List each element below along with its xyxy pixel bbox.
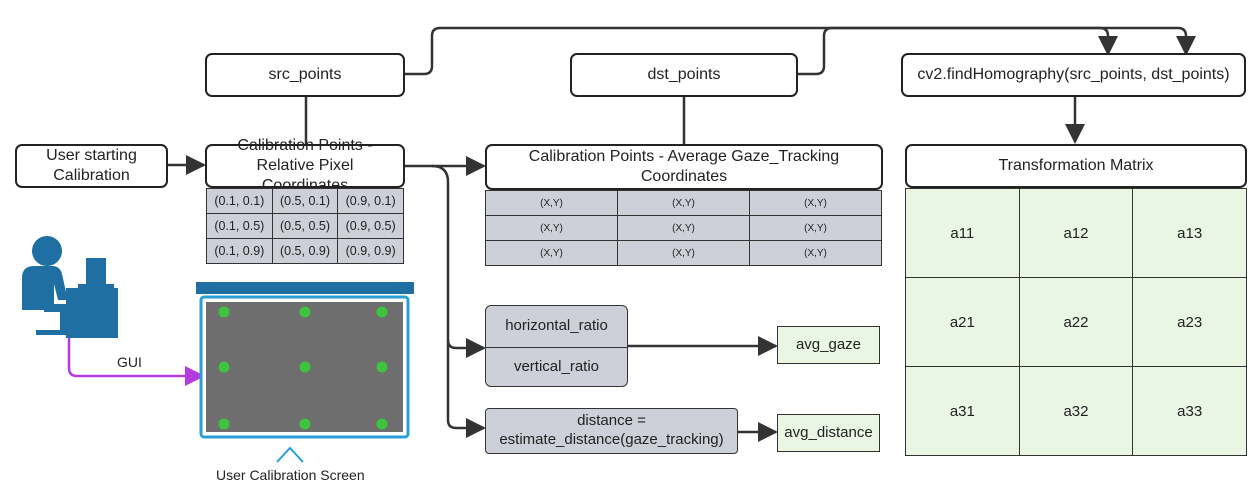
src-points-label: src_points	[268, 66, 342, 83]
transformation-matrix-grid: a11 a12 a13 a21 a22 a23 a31 a32 a33	[905, 188, 1247, 456]
table-cell: (0.5, 0.9)	[271, 238, 339, 264]
average-coordinates-table: (X,Y) (X,Y) (X,Y) (X,Y) (X,Y) (X,Y) (X,Y…	[485, 190, 882, 266]
avg-gaze-label: avg_gaze	[795, 335, 862, 353]
table-cell: (0.9, 0.5)	[337, 213, 404, 239]
calibration-points-table: (0.1, 0.1) (0.5, 0.1) (0.9, 0.1) (0.1, 0…	[206, 188, 404, 264]
matrix-cell: a31	[905, 366, 1020, 456]
table-cell: (0.1, 0.9)	[206, 238, 273, 264]
table-cell: (X,Y)	[485, 215, 618, 241]
table-row: (0.1, 0.5) (0.5, 0.5) (0.9, 0.5)	[206, 213, 404, 239]
calibration-screen	[196, 282, 414, 463]
matrix-cell: a12	[1018, 188, 1134, 278]
dst-points-box: dst_points	[570, 53, 798, 97]
calibration-relative-label: Calibration Points - Relative Pixel Coor…	[237, 137, 373, 194]
table-cell: (0.5, 0.1)	[271, 188, 339, 214]
matrix-cell: a22	[1018, 277, 1134, 367]
calibration-average-label: Calibration Points - Average Gaze_Tracki…	[528, 148, 840, 185]
table-cell: (X,Y)	[749, 190, 882, 216]
matrix-cell: a32	[1018, 366, 1134, 456]
table-cell: (0.1, 0.1)	[206, 188, 273, 214]
table-row: (0.1, 0.9) (0.5, 0.9) (0.9, 0.9)	[206, 238, 404, 264]
table-row: a31 a32 a33	[905, 366, 1247, 456]
calibration-average-box: Calibration Points - Average Gaze_Tracki…	[485, 144, 883, 190]
table-row: (0.1, 0.1) (0.5, 0.1) (0.9, 0.1)	[206, 188, 404, 214]
user-at-computer-icon	[22, 236, 118, 338]
calibration-dots	[218, 306, 388, 430]
table-cell: (X,Y)	[485, 190, 618, 216]
gui-arrow	[67, 325, 205, 386]
find-homography-label: cv2.findHomography(src_points, dst_point…	[917, 66, 1230, 83]
calibration-relative-box: Calibration Points - Relative Pixel Coor…	[205, 137, 405, 194]
table-cell: (0.1, 0.5)	[206, 213, 273, 239]
matrix-cell: a11	[905, 188, 1020, 278]
distance-label-line2: estimate_distance(gaze_tracking)	[499, 431, 724, 448]
vertical-ratio-box: vertical_ratio	[485, 347, 628, 387]
table-cell: (X,Y)	[617, 215, 750, 241]
table-row: a11 a12 a13	[905, 188, 1247, 278]
table-row: (X,Y) (X,Y) (X,Y)	[485, 240, 882, 266]
transformation-matrix-box: Transformation Matrix	[905, 144, 1247, 188]
table-cell: (0.9, 0.9)	[337, 238, 404, 264]
table-cell: (X,Y)	[617, 190, 750, 216]
arrow-dst-to-homography	[798, 26, 1196, 76]
line-branch-down	[431, 164, 457, 430]
src-points-box: src_points	[205, 53, 405, 97]
avg-distance-label: avg_distance	[784, 423, 873, 441]
table-cell: (X,Y)	[485, 240, 618, 266]
vertical-ratio-label: vertical_ratio	[513, 357, 600, 375]
transformation-matrix-label: Transformation Matrix	[998, 157, 1154, 174]
avg-distance-box: avg_distance	[777, 414, 880, 452]
gui-label: GUI	[117, 354, 142, 370]
table-row: a21 a22 a23	[905, 277, 1247, 367]
user-start-box: User starting Calibration	[15, 144, 168, 188]
table-cell: (X,Y)	[749, 240, 882, 266]
horizontal-ratio-label: horizontal_ratio	[505, 317, 608, 335]
user-start-label: User starting Calibration	[46, 147, 137, 184]
table-row: (X,Y) (X,Y) (X,Y)	[485, 190, 882, 216]
matrix-cell: a13	[1132, 188, 1247, 278]
table-row: (X,Y) (X,Y) (X,Y)	[485, 215, 882, 241]
matrix-cell: a23	[1132, 277, 1247, 367]
table-cell: (0.9, 0.1)	[337, 188, 404, 214]
distance-box: distance = estimate_distance(gaze_tracki…	[485, 408, 738, 454]
screen-caption: User Calibration Screen	[216, 467, 365, 483]
table-cell: (X,Y)	[749, 215, 882, 241]
arrow-to-ratio	[446, 338, 486, 358]
dst-points-label: dst_points	[647, 66, 721, 83]
find-homography-box: cv2.findHomography(src_points, dst_point…	[901, 53, 1246, 97]
matrix-cell: a21	[905, 277, 1020, 367]
table-cell: (X,Y)	[617, 240, 750, 266]
screen-label-pointer	[276, 446, 304, 463]
avg-gaze-box: avg_gaze	[777, 326, 880, 364]
distance-label-line1: distance =	[577, 412, 646, 430]
table-cell: (0.5, 0.5)	[271, 213, 339, 239]
arrow-src-to-homography	[405, 26, 1118, 76]
horizontal-ratio-box: horizontal_ratio	[485, 305, 628, 348]
matrix-cell: a33	[1132, 366, 1247, 456]
